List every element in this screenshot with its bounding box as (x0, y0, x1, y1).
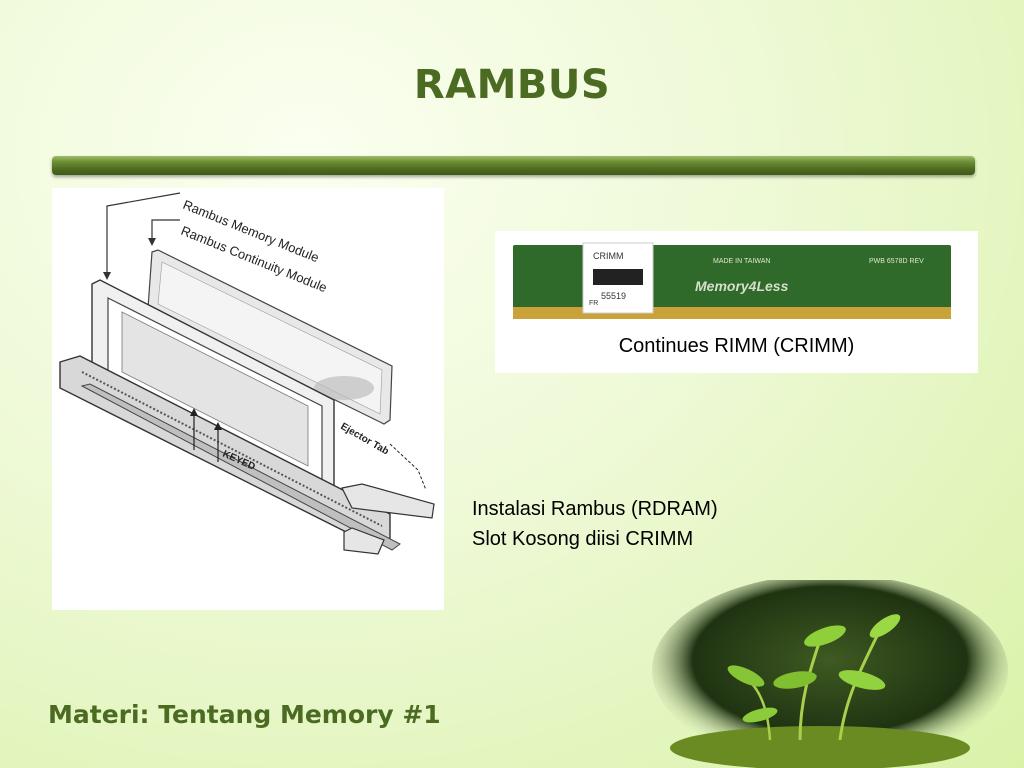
plant-stem-main (798, 639, 822, 741)
slide-body-text: Instalasi Rambus (RDRAM) Slot Kosong dii… (472, 494, 718, 554)
pcb-part-text: PWB 6578D REV (869, 258, 924, 265)
crimm-module-photo: CRIMM FR 55519 MADE IN TAIWAN PWB 6578D … (513, 241, 951, 321)
slot-ejector-bottom (343, 527, 385, 555)
leaf-5 (838, 670, 886, 690)
memory4less-logo: Memory4Less (695, 278, 789, 294)
sticker-prefix: FR (589, 300, 598, 307)
sticker-label: CRIMM (593, 251, 624, 261)
slide-title: RAMBUS (413, 62, 611, 108)
plant-illustration (652, 580, 1008, 768)
arrow-head-memory (103, 272, 111, 280)
leaf-1 (804, 625, 846, 647)
plant-background-vignette (652, 580, 1008, 766)
body-line-installation: Instalasi Rambus (RDRAM) (472, 498, 718, 520)
plant-decoration-image (650, 580, 1010, 768)
arrow-head-continuity (148, 238, 156, 246)
leaf-2 (869, 614, 901, 638)
moss-ground (670, 726, 970, 768)
label-ejector-tab: Ejector Tab (339, 421, 391, 457)
sticker-number: 55519 (601, 291, 626, 301)
slide-footer: Materi: Tentang Memory #1 (48, 700, 441, 729)
leader-line-continuity (151, 219, 180, 240)
keyed-arrow-right-head (214, 422, 222, 430)
title-divider-bar (52, 156, 975, 175)
ejector-leader-line (389, 443, 427, 491)
keyed-arrow-left-head (190, 408, 198, 416)
leader-line-memory (106, 192, 181, 276)
crimm-photo-panel: CRIMM FR 55519 MADE IN TAIWAN PWB 6578D … (495, 231, 978, 373)
body-line-empty-slot: Slot Kosong diisi CRIMM (472, 528, 694, 550)
leaf-3 (727, 665, 765, 687)
sticker-barcode (593, 269, 643, 285)
crimm-caption: Continues RIMM (CRIMM) (618, 335, 855, 357)
pcb-gold-contacts (513, 307, 951, 319)
memory-module-inner (121, 311, 309, 467)
leaf-4 (773, 671, 817, 689)
pcb-made-in-text: MADE IN TAIWAN (713, 258, 770, 265)
diagram-illustration: Rambus Memory Module Rambus Continuity M… (59, 192, 435, 555)
module-shadow-spot (314, 376, 374, 400)
rambus-installation-diagram: Rambus Memory Module Rambus Continuity M… (52, 188, 444, 610)
slot-contacts (81, 371, 383, 527)
leaf-6 (742, 707, 778, 723)
slot-ejector-right (341, 483, 435, 519)
crimm-module-illustration: CRIMM FR 55519 MADE IN TAIWAN PWB 6578D … (513, 242, 951, 319)
continuity-module-face (157, 261, 383, 415)
slot-base (80, 383, 401, 551)
